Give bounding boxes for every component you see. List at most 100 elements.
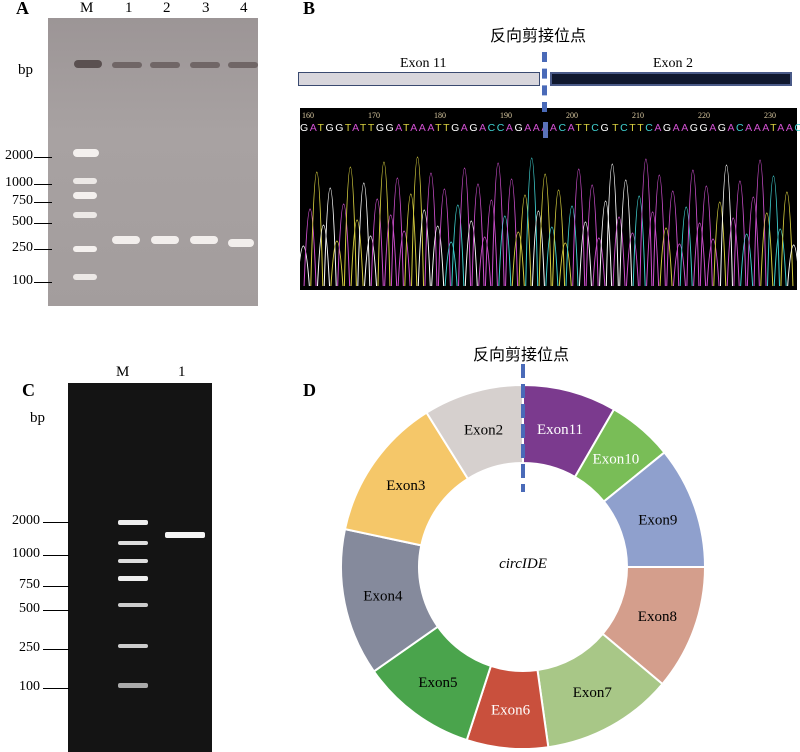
panel-a-label: A xyxy=(16,0,29,18)
sample-band xyxy=(228,239,254,247)
exon-left-box xyxy=(298,72,540,86)
trace-peak xyxy=(666,190,680,287)
trace-peak xyxy=(753,159,767,287)
lane-label: 1 xyxy=(125,0,133,16)
lane-label: M xyxy=(80,0,94,16)
trace-peak xyxy=(625,232,639,287)
trace-peak xyxy=(659,227,673,287)
segment-label: Exon8 xyxy=(638,609,677,625)
unit-label: bp xyxy=(30,410,45,426)
trace-peak xyxy=(760,212,774,287)
sample-band xyxy=(151,236,179,244)
segment-label: Exon7 xyxy=(573,685,613,701)
trace-peak xyxy=(417,209,431,287)
trace-peak xyxy=(693,222,707,287)
position-tick: 220 xyxy=(698,111,710,120)
lane-label: M xyxy=(116,364,130,380)
trace-peak xyxy=(646,211,660,287)
well xyxy=(112,62,142,68)
ladder-band xyxy=(118,603,148,607)
ladder-band xyxy=(118,644,148,648)
ladder-band xyxy=(73,212,97,218)
trace-peak xyxy=(740,233,754,287)
trace-peak xyxy=(350,219,364,287)
ladder-band xyxy=(118,576,148,581)
trace-peak xyxy=(565,205,579,287)
position-tick: 180 xyxy=(434,111,446,120)
trace-peak xyxy=(323,187,337,287)
trace-peak xyxy=(780,191,794,287)
position-tick: 230 xyxy=(764,111,776,120)
sequence-left: GATGGTATTGGATAAATTGAGACCAGAAAACATTCG xyxy=(300,122,611,134)
segment-label: Exon3 xyxy=(386,478,425,494)
trace-peak xyxy=(672,243,686,287)
trace-peak xyxy=(498,215,512,287)
trace-peak xyxy=(484,199,498,287)
marker-label: 500 xyxy=(12,214,33,229)
trace-peak xyxy=(592,237,606,287)
sample-band xyxy=(165,532,205,538)
trace-peak xyxy=(612,216,626,287)
segment-label: Exon6 xyxy=(491,702,531,718)
panel-b-label: B xyxy=(303,0,316,18)
trace-peak xyxy=(525,157,539,287)
well xyxy=(190,62,220,68)
lane-label: 1 xyxy=(178,364,186,380)
trace-peak xyxy=(706,238,720,287)
trace-peak xyxy=(632,195,646,287)
well xyxy=(74,60,102,68)
position-tick: 200 xyxy=(566,111,578,120)
trace-peak xyxy=(478,236,492,287)
trace-peak xyxy=(451,204,465,287)
trace-peak xyxy=(578,221,592,287)
trace-peak xyxy=(558,242,572,287)
trace-peak xyxy=(411,156,425,287)
ladder-band xyxy=(73,149,99,157)
segment-label: Exon11 xyxy=(537,422,583,438)
trace-peak xyxy=(384,214,398,287)
center-label: circIDE xyxy=(499,556,547,572)
trace-peak xyxy=(471,183,485,287)
trace-peak xyxy=(713,201,727,287)
junction-title: 反向剪接位点 xyxy=(473,345,570,364)
position-tick: 170 xyxy=(368,111,380,120)
trace-peak xyxy=(599,200,613,287)
sample-band xyxy=(112,236,140,244)
marker-label: 100 xyxy=(12,273,33,288)
position-tick: 210 xyxy=(632,111,644,120)
trace-peak xyxy=(404,193,418,287)
exon-right-box xyxy=(550,72,792,86)
trace-peak xyxy=(773,228,787,287)
trace-peak xyxy=(377,161,391,287)
lane-label: 2 xyxy=(163,0,171,16)
unit-label: bp xyxy=(18,62,33,78)
trace-peak xyxy=(518,194,532,287)
marker-label: 100 xyxy=(19,679,40,694)
marker-label: 1000 xyxy=(5,175,33,190)
segment-label: Exon9 xyxy=(638,512,677,528)
marker-label: 1000 xyxy=(12,546,40,561)
trace-peak xyxy=(491,162,505,287)
trace-peak xyxy=(437,188,451,287)
marker-label: 250 xyxy=(12,240,33,255)
ladder-band xyxy=(118,541,148,545)
marker-label: 750 xyxy=(19,577,40,592)
marker-label: 2000 xyxy=(5,148,33,163)
trace-peak xyxy=(464,220,478,287)
trace-peak xyxy=(337,203,351,287)
marker-label: 250 xyxy=(19,640,40,655)
trace-peak xyxy=(552,189,566,287)
ladder-band xyxy=(118,520,148,525)
ladder-band xyxy=(118,683,148,688)
ladder-band xyxy=(73,178,97,184)
position-tick: 190 xyxy=(500,111,512,120)
lane-label: 4 xyxy=(240,0,248,16)
exon-right-label: Exon 2 xyxy=(653,56,694,71)
trace-peak xyxy=(317,224,331,287)
trace-peak xyxy=(746,196,760,287)
marker-label: 2000 xyxy=(12,513,40,528)
trace-peak xyxy=(397,230,411,287)
trace-peak xyxy=(357,182,371,287)
sequence: GATGGTATTGGATAAATTGAGACCAGAAAACATTCGTCTT… xyxy=(300,122,800,134)
